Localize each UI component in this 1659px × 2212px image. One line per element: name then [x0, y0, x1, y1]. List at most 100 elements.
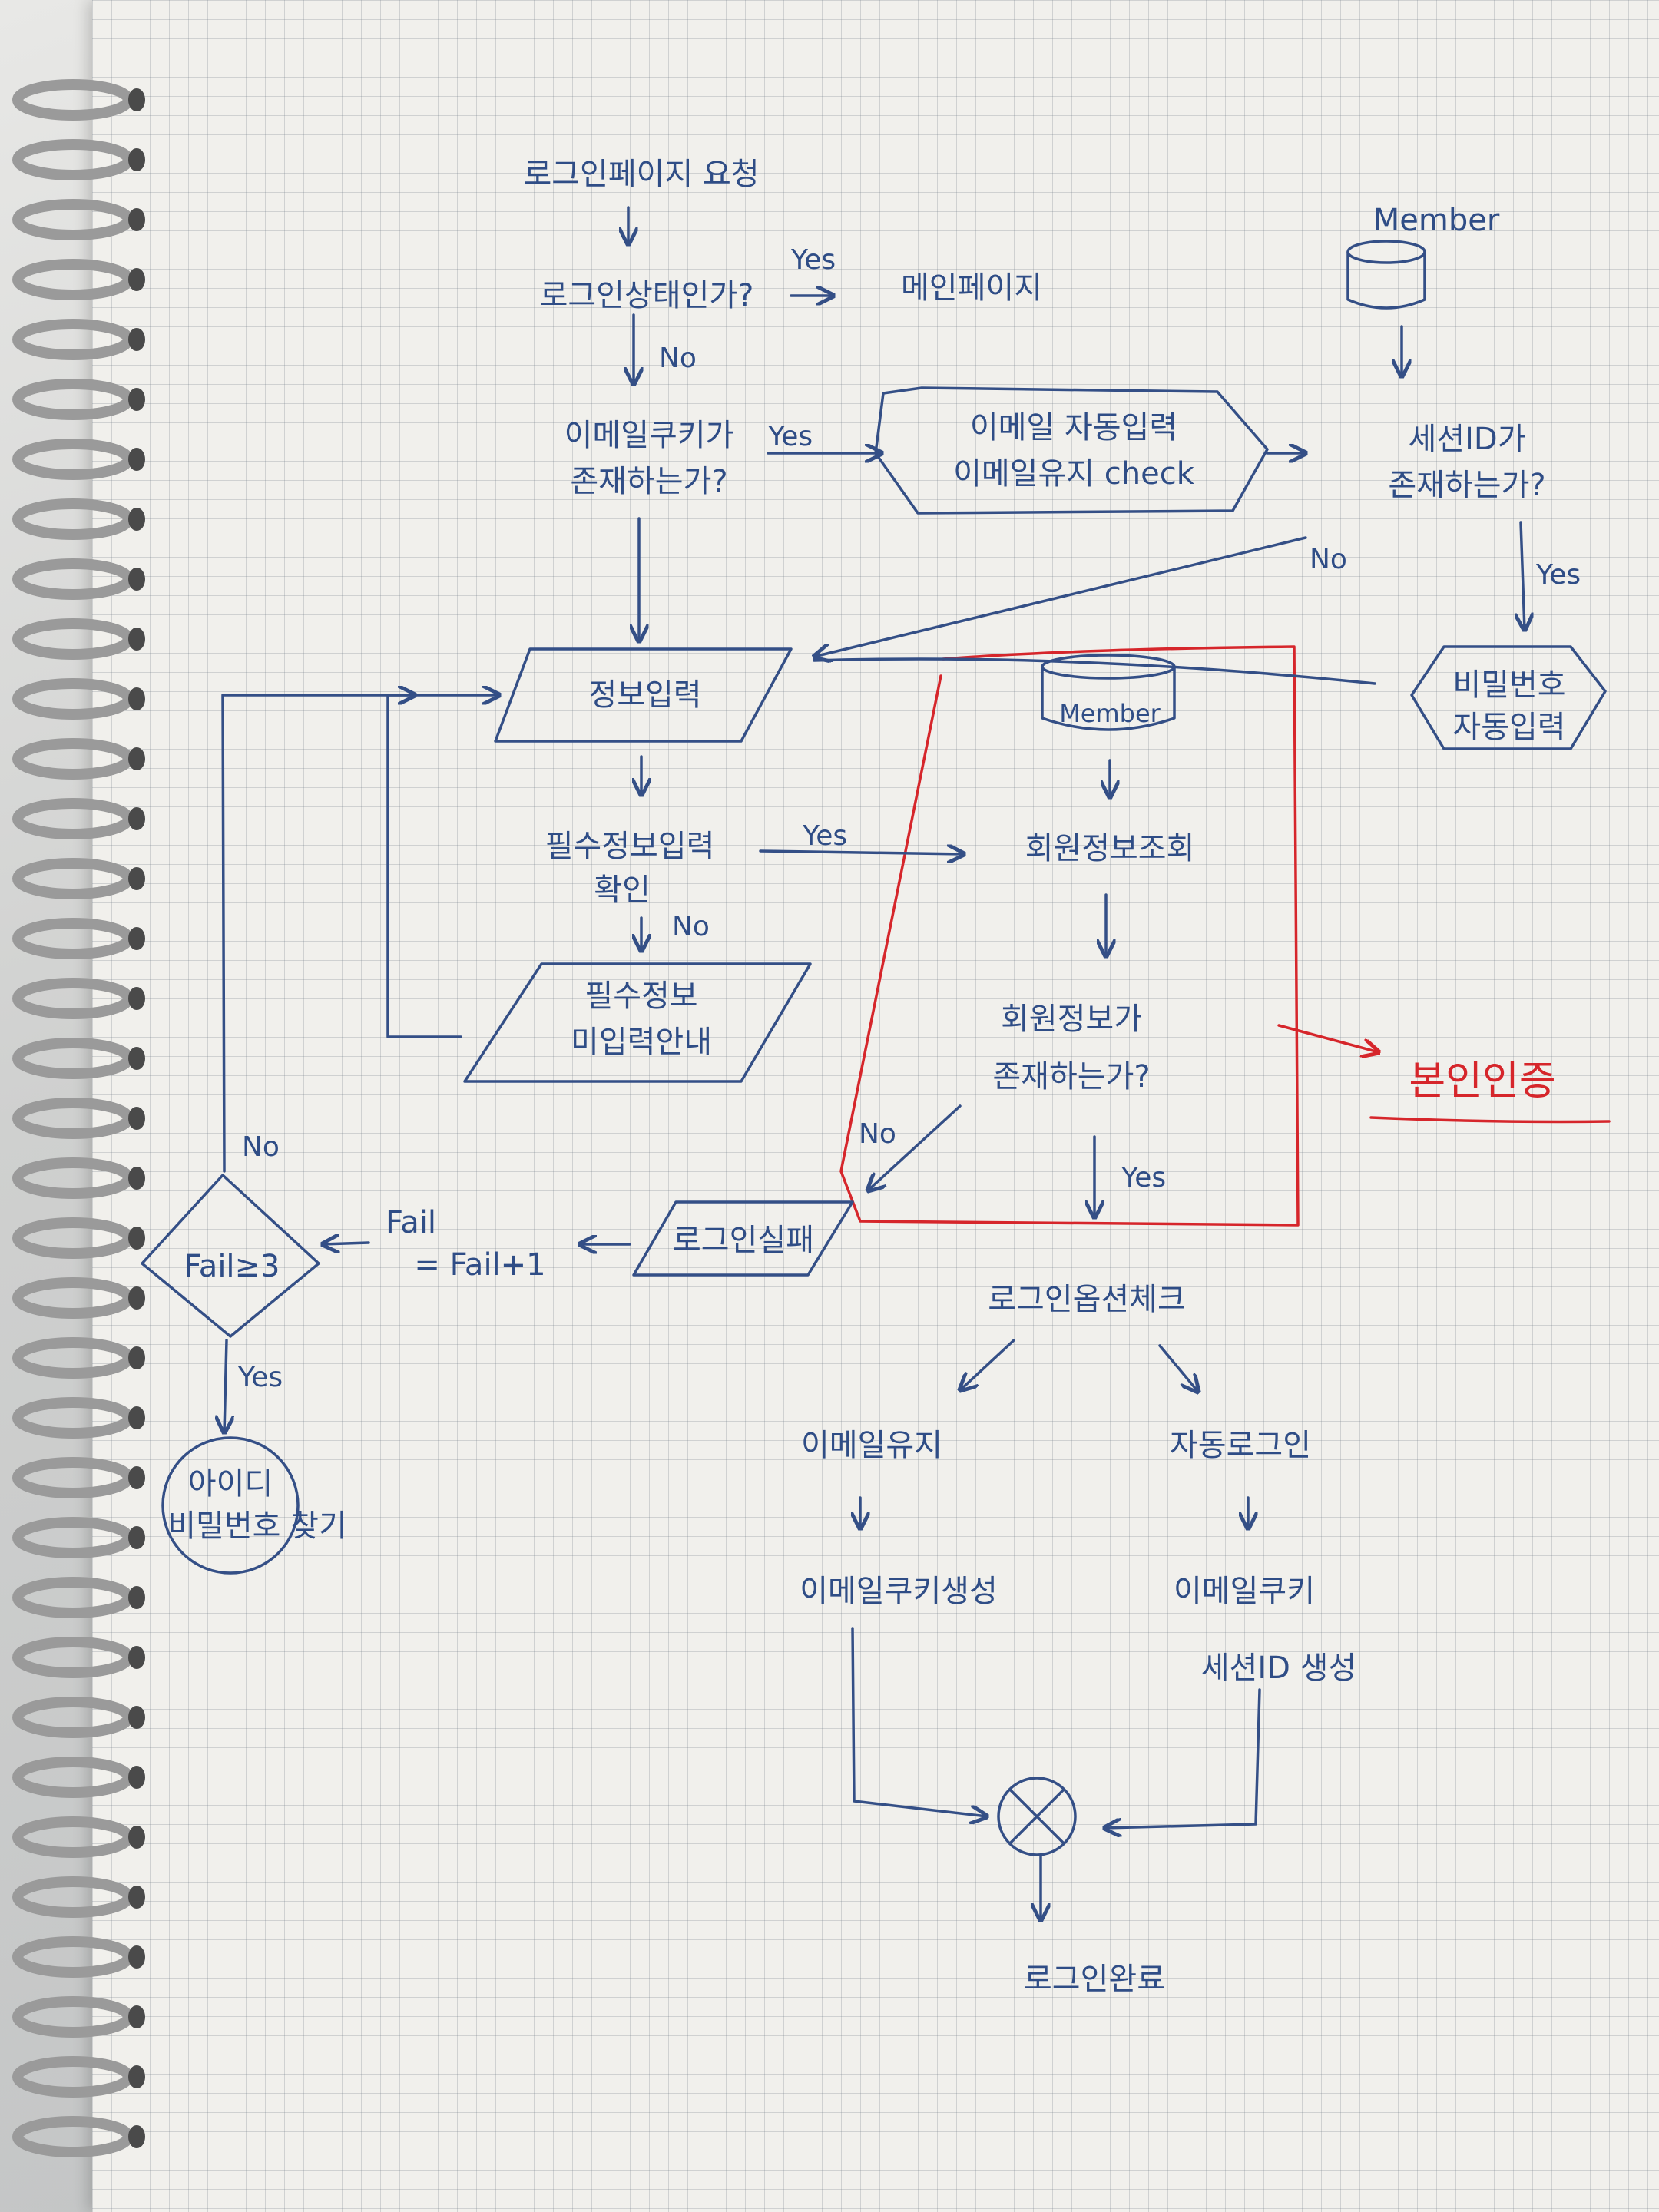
identity-verification-boundary [839, 645, 1300, 1227]
edge-label-yes-required: Yes [802, 820, 847, 852]
email-autofill-line1: 이메일 자동입력 [970, 410, 1177, 445]
binding-ring [12, 1337, 134, 1379]
binding-ring [12, 918, 134, 959]
fail-increment-line2: = Fail+1 [414, 1247, 545, 1283]
member-db-top-icon [1346, 240, 1426, 310]
binding-hole [128, 987, 145, 1010]
required-not-entered-shape [463, 962, 812, 1083]
binding-ring [12, 1577, 134, 1618]
binding-ring [12, 1457, 134, 1498]
create-email-cookie-label: 이메일쿠키생성 [800, 1574, 998, 1609]
binding-ring [12, 858, 134, 899]
binding-ring [12, 199, 134, 240]
binding-hole [128, 328, 145, 351]
input-info-label: 정보입력 [588, 677, 701, 713]
binding-hole [128, 2005, 145, 2028]
is-logged-in-label: 로그인상태인가? [540, 278, 754, 313]
edge-label-no-logged: No [659, 343, 697, 374]
create-cookie-session-line2: 세션ID 생성 [1201, 1651, 1357, 1686]
member-db-top-label: Member [1373, 203, 1500, 238]
binding-hole [128, 1406, 145, 1429]
login-complete-label: 로그인완료 [1024, 1962, 1165, 1997]
member-db-mid-label: Member [1059, 699, 1161, 728]
binding-ring [12, 1217, 134, 1259]
binding-hole [128, 1286, 145, 1310]
password-autofill-line1: 비밀번호 [1452, 667, 1565, 703]
binding-hole [128, 1227, 145, 1250]
binding-ring [12, 379, 134, 420]
binding-ring [12, 2116, 134, 2157]
keep-email-label: 이메일유지 [801, 1428, 942, 1463]
password-autofill-shape [1410, 645, 1607, 750]
binding-ring [12, 738, 134, 780]
binding-ring [12, 1757, 134, 1798]
email-cookie-exists-line2: 존재하는가? [570, 464, 727, 499]
required-not-entered-line2: 미입력안내 [571, 1025, 712, 1060]
binding-ring [12, 79, 134, 121]
binding-hole [128, 268, 145, 291]
binding-ring [12, 259, 134, 300]
binding-ring [12, 1816, 134, 1858]
binding-ring [12, 1637, 134, 1678]
fail-check-diamond [141, 1174, 320, 1338]
binding-hole [128, 1646, 145, 1669]
binding-hole [128, 88, 145, 111]
member-exists-line1: 회원정보가 [1001, 1002, 1142, 1037]
create-cookie-session-line1: 이메일쿠키 [1174, 1574, 1315, 1609]
binding-hole [128, 2065, 145, 2088]
binding-hole [128, 148, 145, 171]
binding-ring [12, 1697, 134, 1738]
binding-ring [12, 1996, 134, 2038]
binding-hole [128, 747, 145, 770]
binding-ring [12, 1936, 134, 1978]
binding-hole [128, 1826, 145, 1849]
member-lookup-label: 회원정보조회 [1025, 831, 1195, 866]
edge-label-no-required: No [672, 911, 710, 942]
binding-hole [128, 1047, 145, 1070]
binding-ring [12, 798, 134, 839]
login-page-request-label: 로그인페이지 요청 [523, 157, 759, 192]
connectors [223, 206, 1611, 1920]
binding-ring [12, 439, 134, 480]
member-exists-line2: 존재하는가? [992, 1059, 1150, 1094]
binding-hole [128, 1167, 145, 1190]
binding-ring [12, 678, 134, 720]
binding-hole [128, 1107, 145, 1130]
binding-ring [12, 978, 134, 1019]
binding-ring [12, 139, 134, 180]
edge-label-yes-member: Yes [1121, 1162, 1166, 1194]
binding-hole [128, 1945, 145, 1969]
password-autofill-line2: 자동입력 [1452, 710, 1565, 745]
binding-hole [128, 208, 145, 231]
edge-label-yes-session: Yes [1535, 559, 1581, 591]
binding-ring [12, 558, 134, 600]
check-required-line1: 필수정보입력 [545, 829, 715, 864]
login-option-check-label: 로그인옵션체크 [988, 1282, 1186, 1317]
binding-hole [128, 867, 145, 890]
fail-check-label: Fail≥3 [184, 1249, 280, 1284]
binding-hole [128, 1346, 145, 1369]
binding-ring [12, 498, 134, 540]
session-id-exists-line2: 존재하는가? [1388, 468, 1545, 503]
main-page-label: 메인페이지 [901, 270, 1042, 306]
binding-ring [12, 1397, 134, 1439]
edge-label-yes-main: Yes [790, 244, 836, 276]
check-required-line2: 확인 [594, 873, 651, 908]
binding-hole [128, 1766, 145, 1789]
email-autofill-shape [874, 386, 1269, 515]
binding-hole [128, 927, 145, 950]
binding-ring [12, 618, 134, 660]
find-id-pw-circle [161, 1436, 300, 1575]
binding-ring [12, 1038, 134, 1079]
email-cookie-exists-line1: 이메일쿠키가 [565, 418, 734, 453]
binding-ring [12, 1277, 134, 1319]
binding-ring [12, 1517, 134, 1558]
identity-verification-label: 본인인증 [1409, 1058, 1555, 1104]
binding-hole [128, 1586, 145, 1609]
find-id-pw-line1: 아이디 [188, 1466, 273, 1502]
binding-ring [12, 2056, 134, 2098]
binding-ring [12, 1098, 134, 1139]
edge-label-no-fail: No [242, 1131, 280, 1163]
edge-label-yes-cookie: Yes [767, 421, 813, 452]
